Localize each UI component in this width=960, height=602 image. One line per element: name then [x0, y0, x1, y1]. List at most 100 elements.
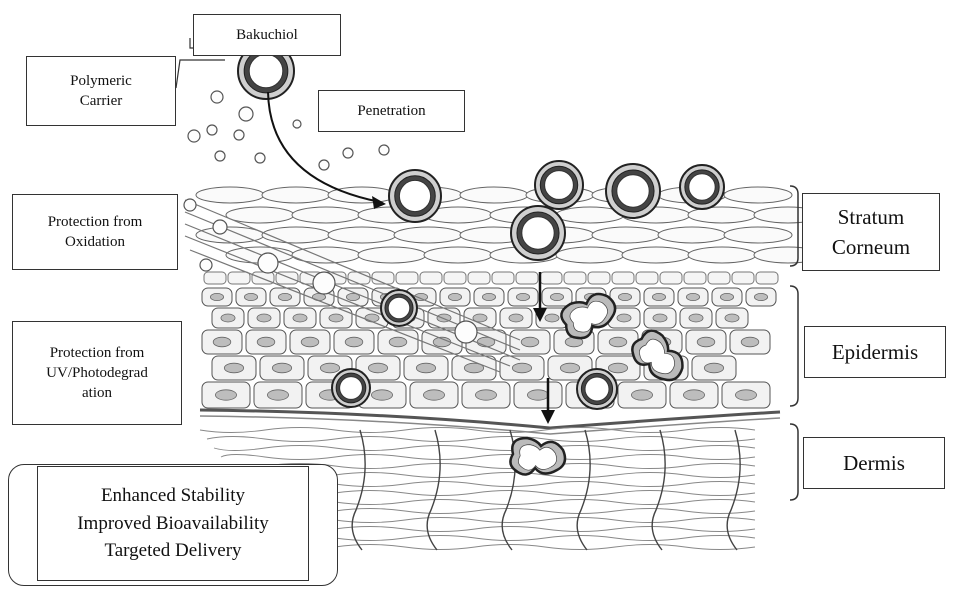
- carrier-core: [616, 174, 650, 208]
- corneocyte: [291, 206, 361, 224]
- protection-uv-line1: Protection from: [49, 344, 145, 361]
- cell-nucleus: [423, 389, 445, 401]
- cell-nucleus: [371, 389, 393, 401]
- epidermis-label: Epidermis: [831, 339, 919, 364]
- cell-nucleus: [631, 389, 653, 401]
- cell-nucleus: [686, 292, 701, 301]
- cell-nucleus: [367, 362, 389, 374]
- penetration-label: Penetration: [357, 102, 426, 119]
- cell-nucleus: [223, 362, 245, 374]
- cell-nucleus: [292, 313, 308, 323]
- bracket-stratum: [789, 185, 799, 267]
- stratum-corneum-layer: [195, 186, 823, 285]
- cell-nucleus: [344, 336, 364, 348]
- free-particle: [187, 129, 201, 143]
- granular-cell: [515, 271, 539, 285]
- cell-nucleus: [220, 313, 236, 323]
- collagen-fiber: [199, 427, 756, 433]
- corneocyte: [261, 226, 331, 244]
- cell-nucleus: [481, 292, 496, 301]
- granular-cell: [635, 271, 659, 285]
- free-particle: [206, 124, 218, 136]
- dermis-layer: [199, 427, 756, 551]
- cell-nucleus: [209, 292, 224, 301]
- granular-cell: [491, 271, 515, 285]
- cell-nucleus: [559, 362, 581, 374]
- cell-nucleus: [243, 292, 258, 301]
- cell-nucleus: [388, 336, 408, 348]
- granular-cell: [467, 271, 491, 285]
- protection-oxidation-line2: Oxidation: [64, 234, 125, 250]
- granular-cell: [683, 271, 707, 285]
- granular-cell: [755, 271, 779, 285]
- cell-nucleus: [740, 336, 760, 348]
- cell-nucleus: [256, 313, 272, 323]
- granular-cell: [227, 271, 251, 285]
- dermis-label-box: Dermis: [803, 437, 945, 489]
- granular-cell: [587, 271, 611, 285]
- stratum-corneum-label-box: Stratum Corneum: [802, 193, 940, 271]
- dermal-vessel: [351, 429, 366, 551]
- corneocyte: [555, 246, 625, 264]
- cell-nucleus: [616, 313, 632, 323]
- cell-nucleus: [212, 336, 232, 348]
- corneocyte: [195, 186, 265, 204]
- cell-nucleus: [608, 336, 628, 348]
- protection-uv-line2: UV/Photodegrad: [46, 364, 148, 381]
- stratum-corneum-line2: Corneum: [831, 235, 911, 259]
- carrier-core: [688, 173, 716, 201]
- corneocyte: [261, 186, 331, 204]
- free-particle: [183, 198, 197, 212]
- granular-cell: [731, 271, 755, 285]
- benefit-targeted-delivery: Targeted Delivery: [104, 540, 242, 562]
- polymeric-carriers: [237, 42, 725, 476]
- carrier-core: [398, 179, 432, 213]
- cell-nucleus: [511, 362, 533, 374]
- bakuchiol-label-box: Bakuchiol: [193, 14, 341, 56]
- granular-cell: [203, 271, 227, 285]
- free-particle: [199, 258, 213, 272]
- corneocyte: [357, 246, 427, 264]
- corneocyte: [393, 226, 463, 244]
- carrier-core: [248, 53, 284, 89]
- cell-nucleus: [345, 292, 360, 301]
- granular-cell: [419, 271, 443, 285]
- free-particle: [318, 159, 330, 171]
- granular-cell: [659, 271, 683, 285]
- corneocyte: [687, 246, 757, 264]
- free-particle: [238, 106, 254, 122]
- cell-nucleus: [703, 362, 725, 374]
- cell-nucleus: [754, 292, 769, 301]
- cell-nucleus: [520, 336, 540, 348]
- free-particle: [292, 119, 302, 129]
- free-particle: [212, 219, 228, 235]
- deformed-carrier: [509, 436, 567, 476]
- stratum-corneum-line1: Stratum: [837, 204, 905, 229]
- cell-nucleus: [618, 292, 633, 301]
- cell-nucleus: [652, 313, 668, 323]
- cell-nucleus: [527, 389, 549, 401]
- carrier-core: [544, 170, 574, 200]
- granular-cell: [347, 271, 371, 285]
- cell-nucleus: [475, 389, 497, 401]
- free-particle: [214, 150, 226, 162]
- dermis-label: Dermis: [843, 450, 905, 475]
- polymeric-carrier-label-box: Polymeric Carrier: [26, 56, 176, 126]
- protection-uv-line3: ation: [82, 385, 112, 402]
- cell-nucleus: [652, 292, 667, 301]
- cell-nucleus: [277, 292, 292, 301]
- cell-nucleus: [735, 389, 757, 401]
- free-particle: [257, 252, 279, 274]
- cell-nucleus: [720, 292, 735, 301]
- free-particles: [183, 90, 478, 344]
- free-particle: [342, 147, 354, 159]
- cell-nucleus: [267, 389, 289, 401]
- free-particle: [454, 320, 478, 344]
- cell-nucleus: [447, 292, 462, 301]
- protection-oxidation-label-box: Protection from Oxidation: [12, 194, 178, 270]
- corneocyte: [621, 246, 691, 264]
- granular-cell: [611, 271, 635, 285]
- cell-nucleus: [463, 362, 485, 374]
